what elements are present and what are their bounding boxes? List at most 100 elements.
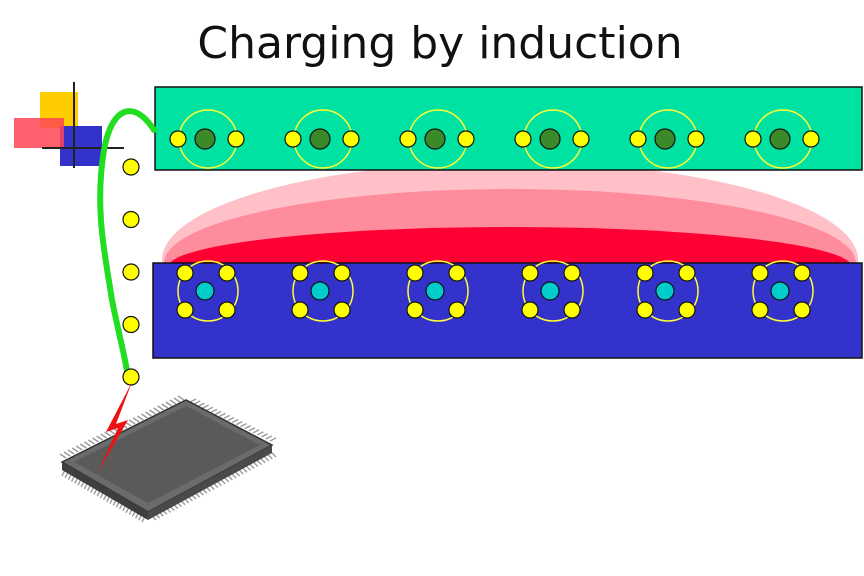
electron [333,264,351,282]
electron [218,264,236,282]
bottom-atom [176,260,239,322]
bottom-atom [406,260,469,322]
nucleus [654,128,676,150]
chip-pin [265,435,273,440]
electron [572,130,590,148]
chip-pin [88,439,95,445]
chip-pin [157,405,165,411]
wire-electron [122,315,140,334]
nucleus [655,281,675,301]
electron [802,130,820,148]
chip-pin [75,445,83,451]
electron [291,264,309,282]
chip-pin [149,409,156,415]
atom-orbit [407,260,469,322]
chip-pin [202,404,209,409]
neutral-bottom-bar [152,262,863,359]
nucleus [195,281,215,301]
chip-pin [63,451,71,457]
chip-pin [219,412,226,417]
chip-pin [261,433,268,438]
electron [227,130,245,148]
chip-pin [104,431,112,437]
top-atom [629,109,705,169]
ground-wire [97,108,157,381]
electron [751,301,769,319]
top-atom [169,109,245,169]
chip-pin [100,433,108,439]
electron [636,301,654,319]
nucleus [309,128,331,150]
chip-pin [189,398,197,403]
electron [687,130,705,148]
wire-electron [122,263,140,281]
electron [406,301,424,319]
electron [333,301,351,319]
chip-pin [223,414,230,420]
electron [793,301,811,319]
atom-orbit [637,260,699,322]
electron [514,130,532,148]
chip-pin [59,453,67,459]
nucleus [770,281,790,301]
chip-pin [169,399,177,405]
atom-orbit [522,260,584,322]
atom-orbit [292,260,354,322]
bottom-atom [751,260,814,322]
electron [291,301,309,319]
electron [629,130,647,148]
electron [342,130,360,148]
chip-pin [206,406,214,411]
nucleus [194,128,216,150]
wire-electron [122,210,140,229]
electron [406,264,424,282]
slide-corner-logo [14,82,124,168]
electron [521,264,539,282]
nucleus [539,128,561,150]
chip-pin [145,411,152,417]
nucleus [310,281,330,301]
chip-pin [92,437,99,443]
electron [678,264,696,282]
top-atom [284,109,360,169]
page-title: Charging by induction [197,18,683,69]
chip-pin [153,407,160,413]
electron [457,130,475,148]
chip-pin [165,401,173,407]
electron [448,264,466,282]
chip-pin [210,408,218,413]
wire-electron [122,368,140,386]
bottom-bar-atoms [176,260,814,322]
electron [563,301,581,319]
chip-pin [269,437,277,442]
chip-pin [244,425,252,430]
chip-pin [240,423,247,428]
chip-pin [128,419,136,425]
electron [169,130,187,148]
microchip-icon [59,395,277,523]
chip-pin [248,427,256,432]
chip-pin [79,443,87,449]
electron [751,264,769,282]
top-atom [399,109,475,169]
chip-pin [236,420,243,426]
electron [563,264,581,282]
lightning-bolt-icon [98,382,132,472]
wire-electron [122,158,140,176]
electron [636,264,654,282]
atom-orbit [177,260,239,322]
chip-pin [67,449,75,455]
electron [284,130,302,148]
nucleus [769,128,791,150]
chip-pin [214,410,222,415]
chip-pin [227,416,235,422]
atom-orbit [752,260,814,322]
chip-pin [140,413,148,419]
nucleus [424,128,446,150]
chip-pin [132,417,140,423]
chip-pin [96,435,104,441]
bottom-atom [636,260,699,322]
chip-pin [161,403,169,409]
electron [448,301,466,319]
